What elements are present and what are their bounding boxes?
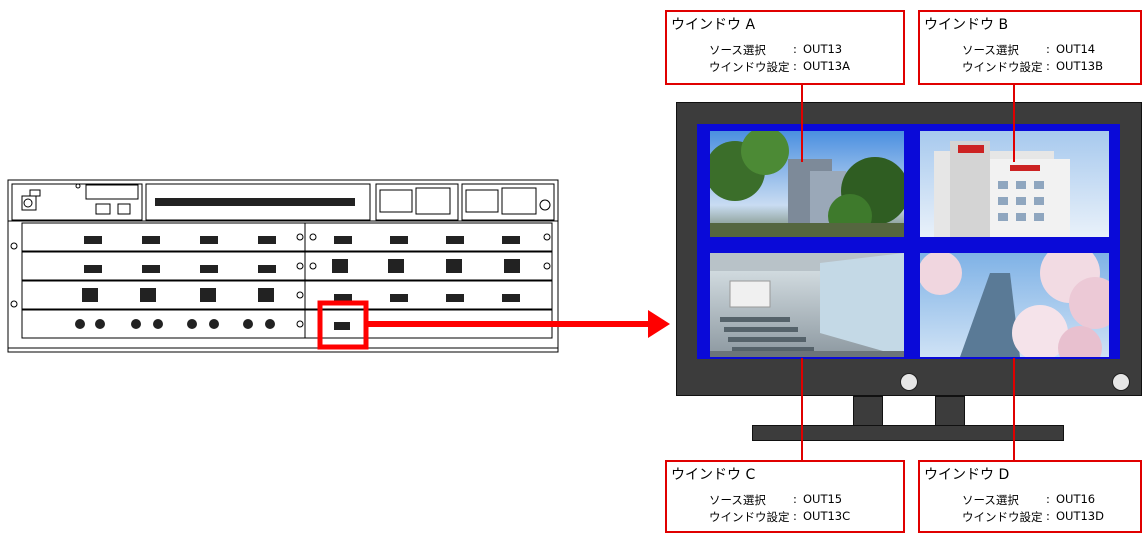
callout-title: ウインドウ B xyxy=(924,17,1009,33)
monitor-right-button xyxy=(1112,373,1130,391)
callout-title: ウインドウ D xyxy=(924,467,1010,483)
separator: : xyxy=(1046,509,1050,523)
window-c-image xyxy=(710,253,904,357)
arrow-to-monitor xyxy=(600,310,670,338)
separator: : xyxy=(1046,42,1050,56)
source-value: OUT16 xyxy=(1056,492,1096,506)
window-setting-value: OUT13A xyxy=(803,59,850,73)
callout-window-b: ウインドウ B ソース選択 : OUT14 ウインドウ設定 : OUT13B xyxy=(918,10,1142,85)
window-setting-value: OUT13B xyxy=(1056,59,1104,73)
callout-window-a: ウインドウ A ソース選択 : OUT13 ウインドウ設定 : OUT13A xyxy=(665,10,905,85)
callout-window-d: ウインドウ D ソース選択 : OUT16 ウインドウ設定 : OUT13D xyxy=(918,460,1142,533)
separator: : xyxy=(1046,492,1050,506)
source-value: OUT15 xyxy=(803,492,843,506)
separator: : xyxy=(793,42,797,56)
source-label: ソース選択 xyxy=(962,493,1019,507)
window-b-image xyxy=(920,131,1109,237)
source-label: ソース選択 xyxy=(709,493,766,507)
source-label: ソース選択 xyxy=(709,43,766,57)
window-d-image xyxy=(920,253,1109,357)
window-setting-value: OUT13C xyxy=(803,509,851,523)
monitor-left-button xyxy=(900,373,918,391)
separator: : xyxy=(793,492,797,506)
monitor-stand-base xyxy=(752,425,1064,441)
separator: : xyxy=(1046,59,1050,73)
source-value: OUT14 xyxy=(1056,42,1096,56)
callout-title: ウインドウ C xyxy=(671,467,756,483)
rack-device-illustration xyxy=(7,179,600,353)
callout-window-c: ウインドウ C ソース選択 : OUT15 ウインドウ設定 : OUT13C xyxy=(665,460,905,533)
callout-title: ウインドウ A xyxy=(671,17,756,33)
separator: : xyxy=(793,59,797,73)
source-label: ソース選択 xyxy=(962,43,1019,57)
window-setting-label: ウインドウ設定 xyxy=(962,60,1043,74)
window-setting-label: ウインドウ設定 xyxy=(709,510,790,524)
window-setting-label: ウインドウ設定 xyxy=(709,60,790,74)
separator: : xyxy=(793,509,797,523)
window-setting-value: OUT13D xyxy=(1056,509,1104,523)
window-a-image xyxy=(710,131,904,237)
source-value: OUT13 xyxy=(803,42,843,56)
window-setting-label: ウインドウ設定 xyxy=(962,510,1043,524)
